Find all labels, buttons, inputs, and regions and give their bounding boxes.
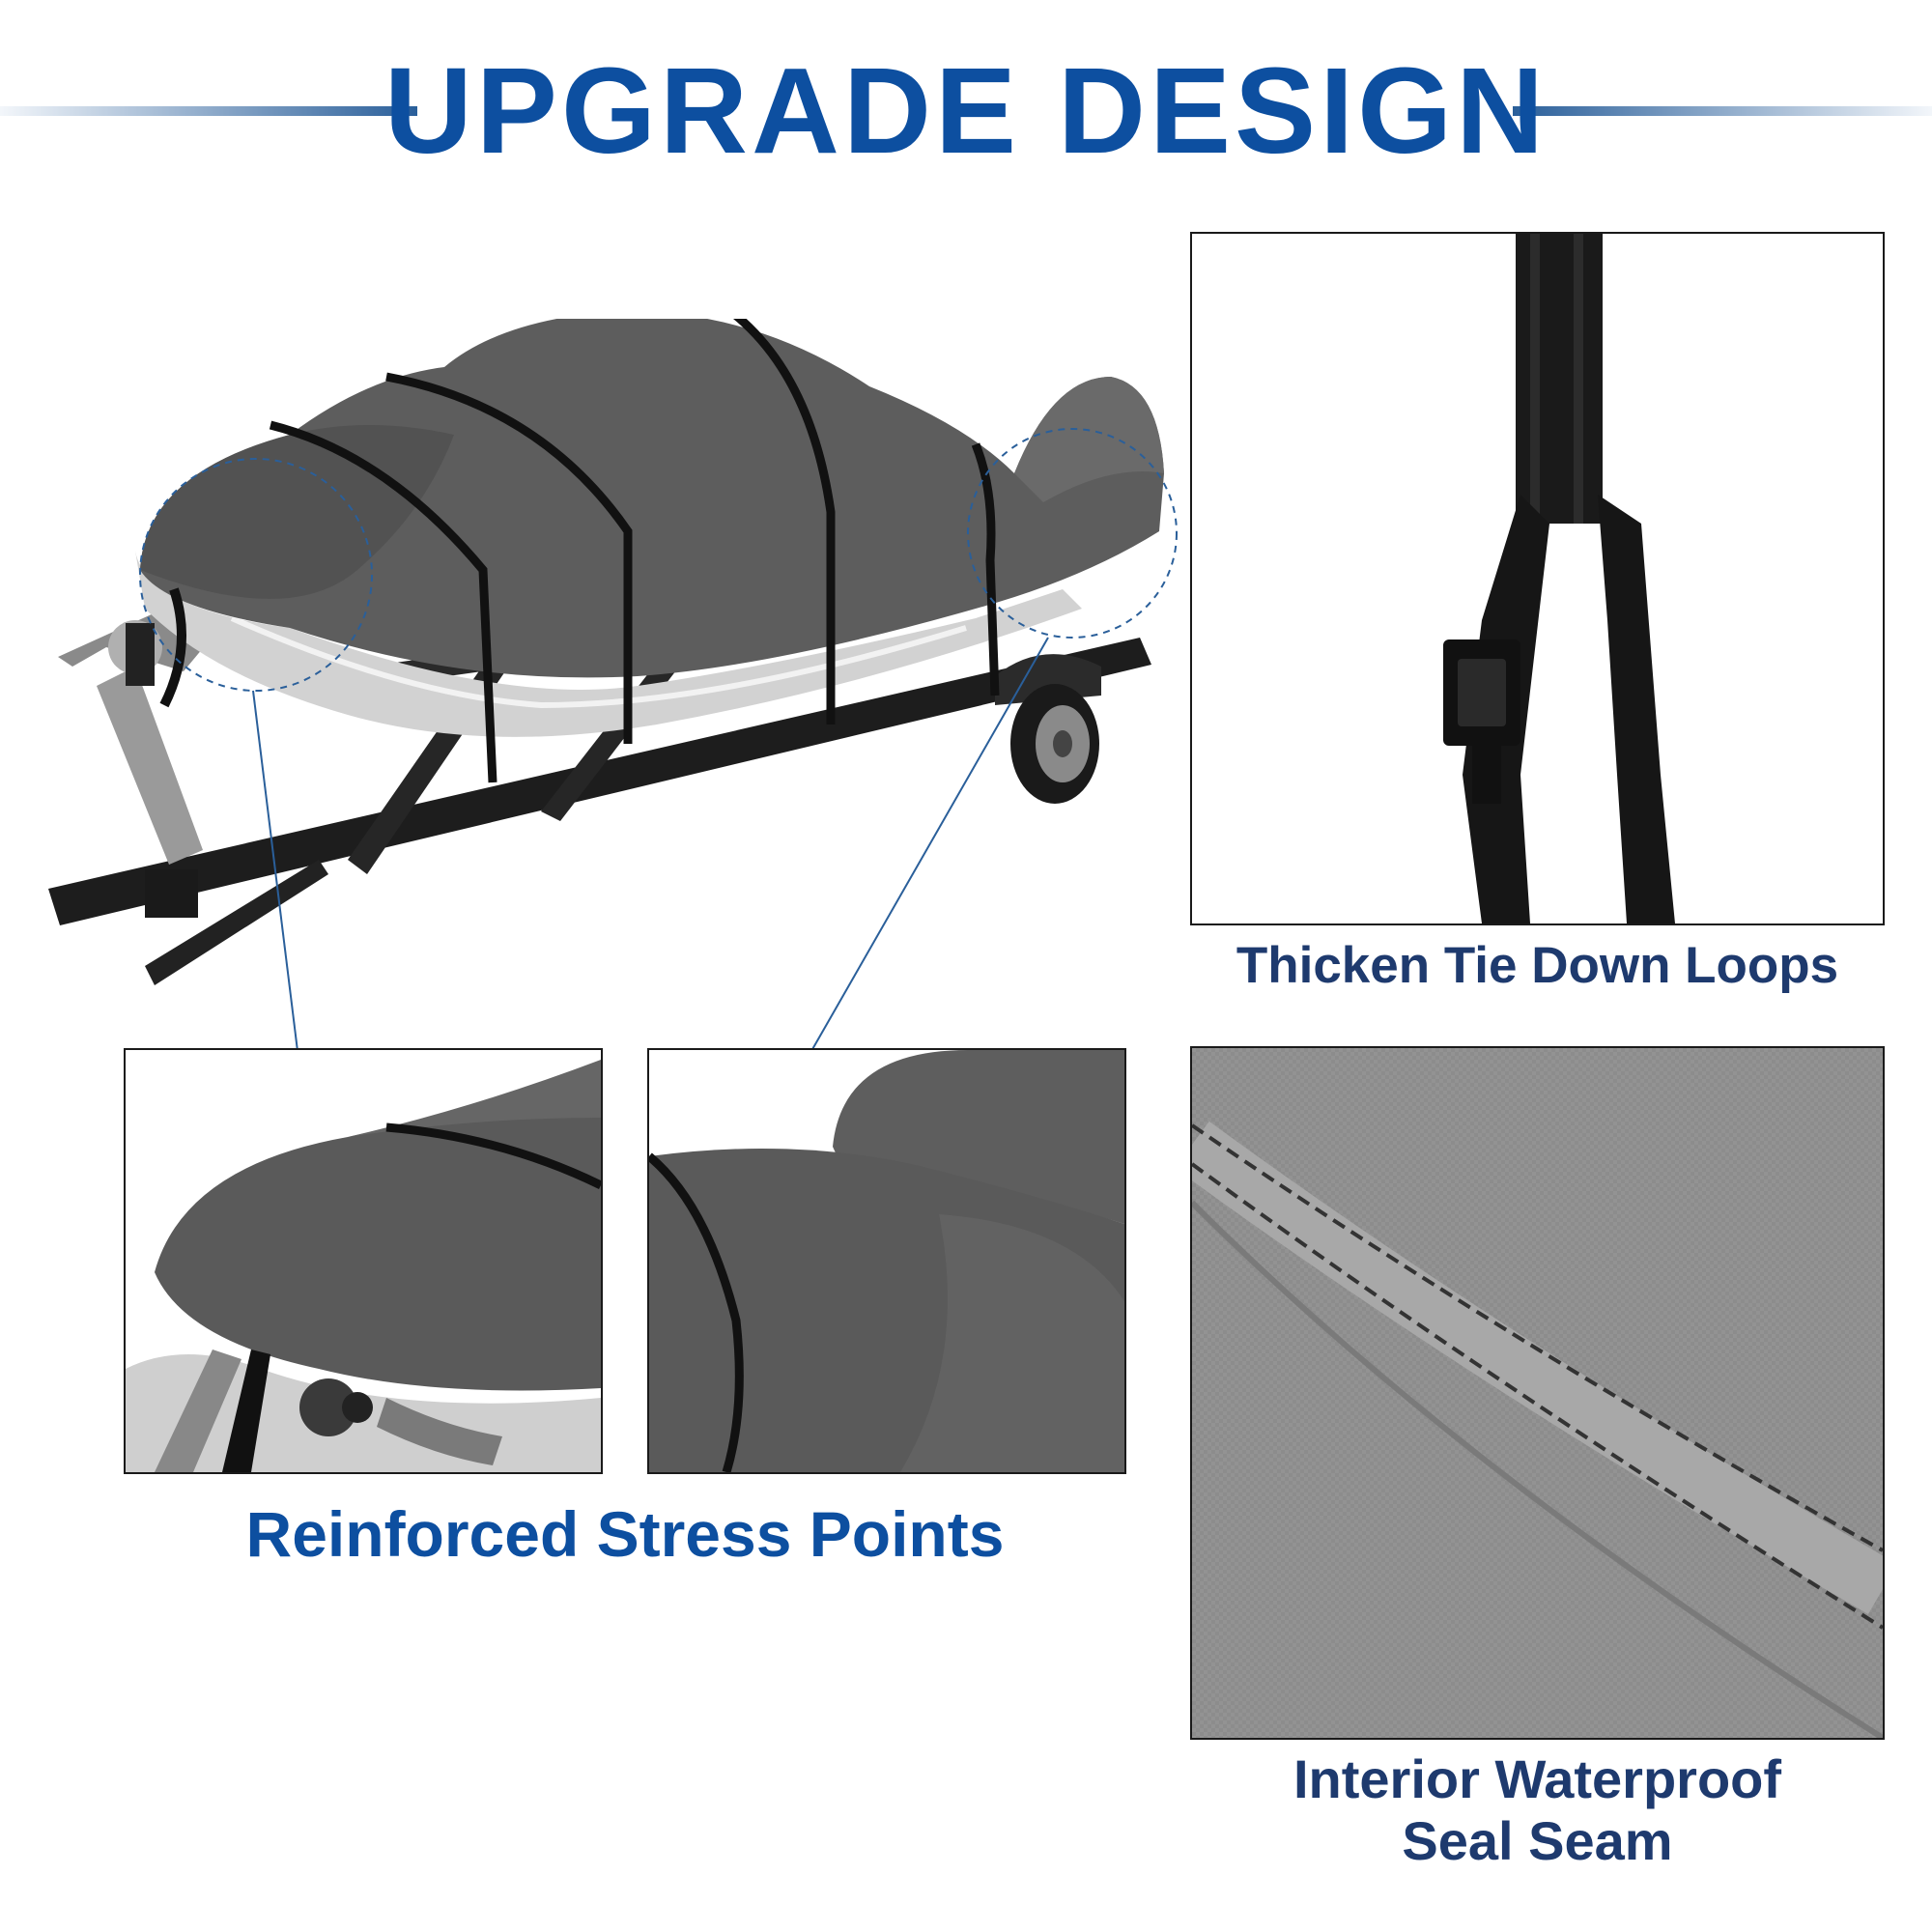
tie-down-caption: Thicken Tie Down Loops <box>1236 937 1839 994</box>
title-rule-right <box>1513 106 1932 116</box>
tie-down-loops-panel <box>1190 232 1885 925</box>
seal-seam-caption-line1: Interior Waterproof <box>1293 1748 1782 1809</box>
seal-seam-panel <box>1190 1046 1885 1740</box>
page-title: UPGRADE DESIGN <box>384 43 1548 179</box>
title-rule-left <box>0 106 417 116</box>
stress-point-bow-panel <box>124 1048 603 1474</box>
seal-seam-caption-line2: Seal Seam <box>1402 1810 1673 1871</box>
boat-trailer-illustration <box>0 319 1188 1053</box>
stress-point-stern-panel <box>647 1048 1126 1474</box>
stress-points-caption: Reinforced Stress Points <box>245 1498 1005 1570</box>
